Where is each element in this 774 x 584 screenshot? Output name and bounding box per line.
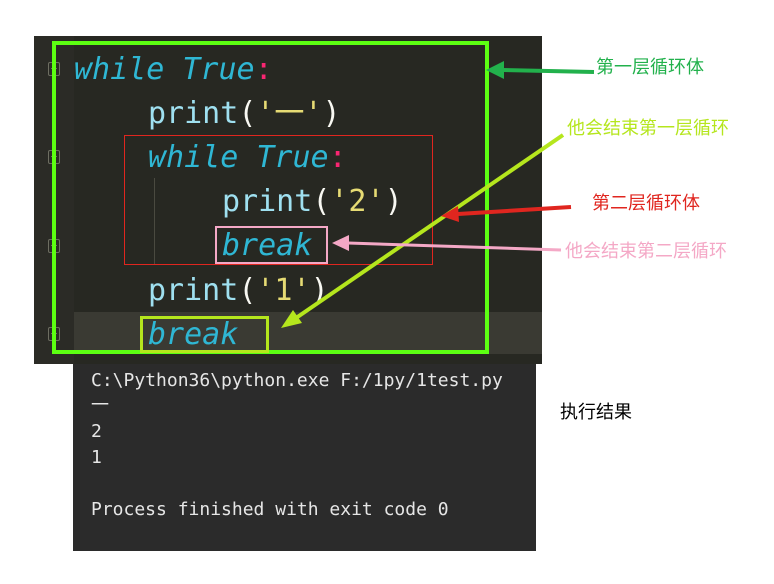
console-line: 一 (91, 395, 109, 416)
indent-guide (154, 178, 155, 264)
code-editor[interactable]: while True: print('一') while True: print… (34, 36, 542, 364)
outer-loop-arrow-line (501, 68, 595, 74)
inner-loop-body-label: 第二层循环体 (592, 193, 700, 214)
outer-loop-highlight-box (52, 41, 489, 354)
code-line-1: while True: (74, 52, 273, 87)
run-console-output[interactable]: C:\Python36\python.exe F:/1py/1test.py 一… (73, 364, 536, 551)
code-line-4: print('2') (222, 184, 403, 219)
ends-inner-loop-label: 他会结束第二层循环 (565, 241, 727, 262)
code-line-3: while True: (148, 140, 347, 175)
outer-loop-arrowhead-icon (486, 61, 504, 79)
ends-inner-arrowhead-icon (332, 235, 349, 251)
console-line: 2 (91, 421, 102, 442)
ends-outer-arrowhead-icon (281, 310, 302, 328)
ends-inner-arrow-line (347, 241, 562, 252)
code-line-5: break (222, 228, 313, 263)
code-line-6: print('1') (148, 273, 329, 308)
outer-loop-body-label: 第一层循环体 (596, 57, 704, 78)
console-line: Process finished with exit code 0 (91, 499, 449, 520)
ends-outer-loop-label: 他会结束第一层循环 (567, 118, 729, 139)
code-line-7: break (148, 317, 239, 352)
ends-outer-arrow-line (294, 133, 565, 320)
current-line-highlight (74, 312, 542, 354)
inner-break-highlight-box (215, 226, 328, 264)
inner-loop-arrow-line (457, 205, 572, 216)
console-line: C:\Python36\python.exe F:/1py/1test.py (91, 370, 503, 391)
console-line: 1 (91, 447, 102, 468)
inner-loop-arrowhead-icon (441, 206, 459, 222)
code-line-2: print('一') (148, 96, 341, 131)
outer-break-highlight-box (140, 316, 269, 353)
execution-result-label: 执行结果 (560, 402, 632, 423)
inner-loop-highlight-box (124, 135, 433, 265)
